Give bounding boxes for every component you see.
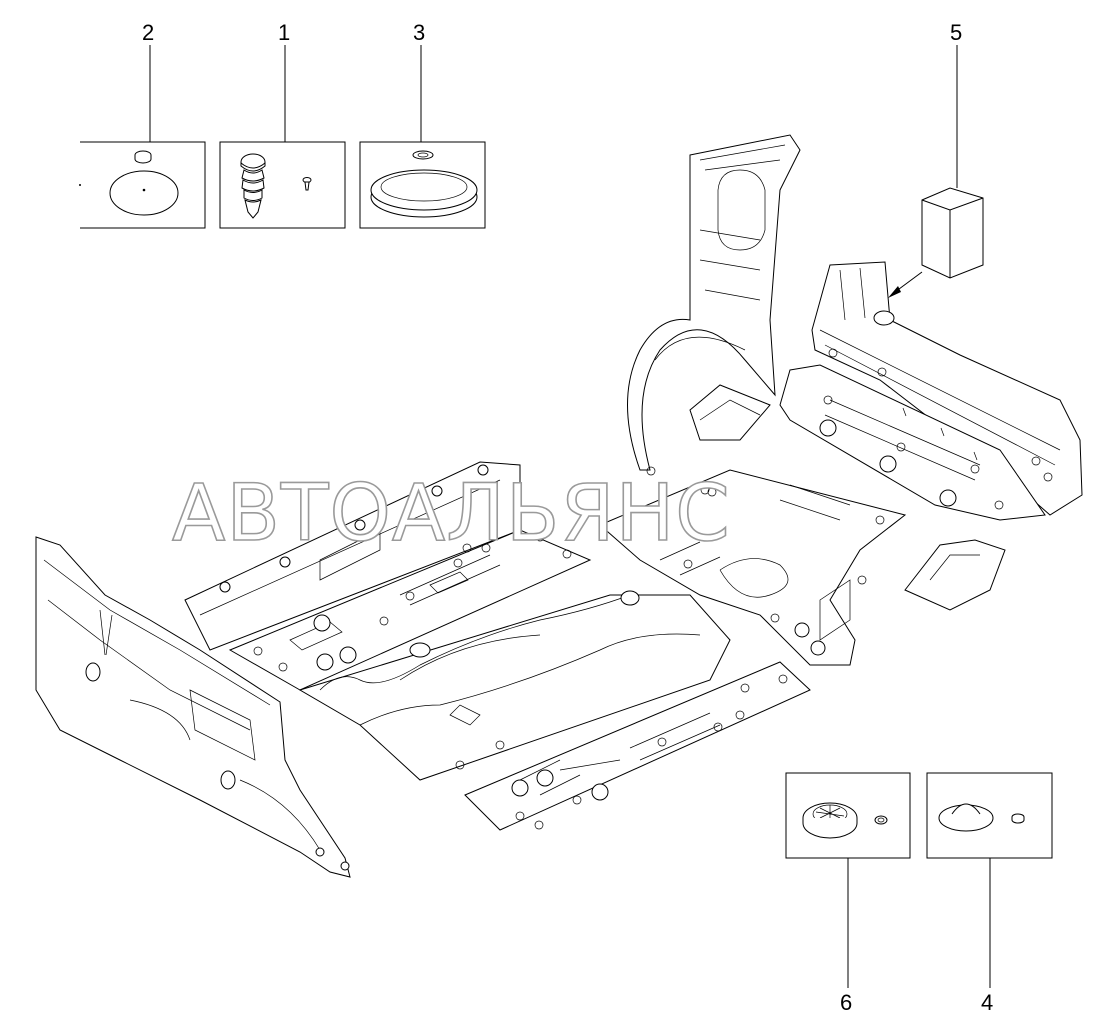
right-rear-rail <box>811 261 1083 516</box>
front-bulkhead <box>35 536 351 878</box>
left-front-floor <box>228 529 592 691</box>
callout-3: 3 <box>413 20 425 142</box>
floor-panel-assembly <box>35 134 1083 878</box>
callout-4: 4 <box>981 858 993 1015</box>
rear-cross-floor <box>779 364 1046 521</box>
callout-3-label: 3 <box>413 20 425 45</box>
detail-box-1-clip <box>219 141 346 229</box>
part-5-pad <box>888 187 984 298</box>
rear-floor <box>599 469 907 666</box>
central-tunnel <box>298 590 731 781</box>
callout-4-label: 4 <box>981 990 993 1015</box>
left-rear-floor <box>455 661 811 831</box>
detail-box-4-plug <box>926 772 1053 859</box>
left-sill <box>184 461 521 651</box>
callout-6-label: 6 <box>840 990 852 1015</box>
callout-1: 1 <box>278 20 290 142</box>
detail-box-2-plug <box>79 141 206 229</box>
callout-5: 5 <box>950 20 962 188</box>
callout-6: 6 <box>840 858 852 1015</box>
right-bracket <box>904 539 1006 611</box>
callout-2: 2 <box>142 20 154 142</box>
callout-1-label: 1 <box>278 20 290 45</box>
left-wheel-housing <box>627 134 801 495</box>
detail-box-3-grommet <box>359 141 486 229</box>
callout-5-label: 5 <box>950 20 962 45</box>
watermark-text: АВТОАЛЬЯНС <box>172 469 731 559</box>
callout-2-label: 2 <box>142 20 154 45</box>
detail-box-6-grommet <box>785 772 911 859</box>
